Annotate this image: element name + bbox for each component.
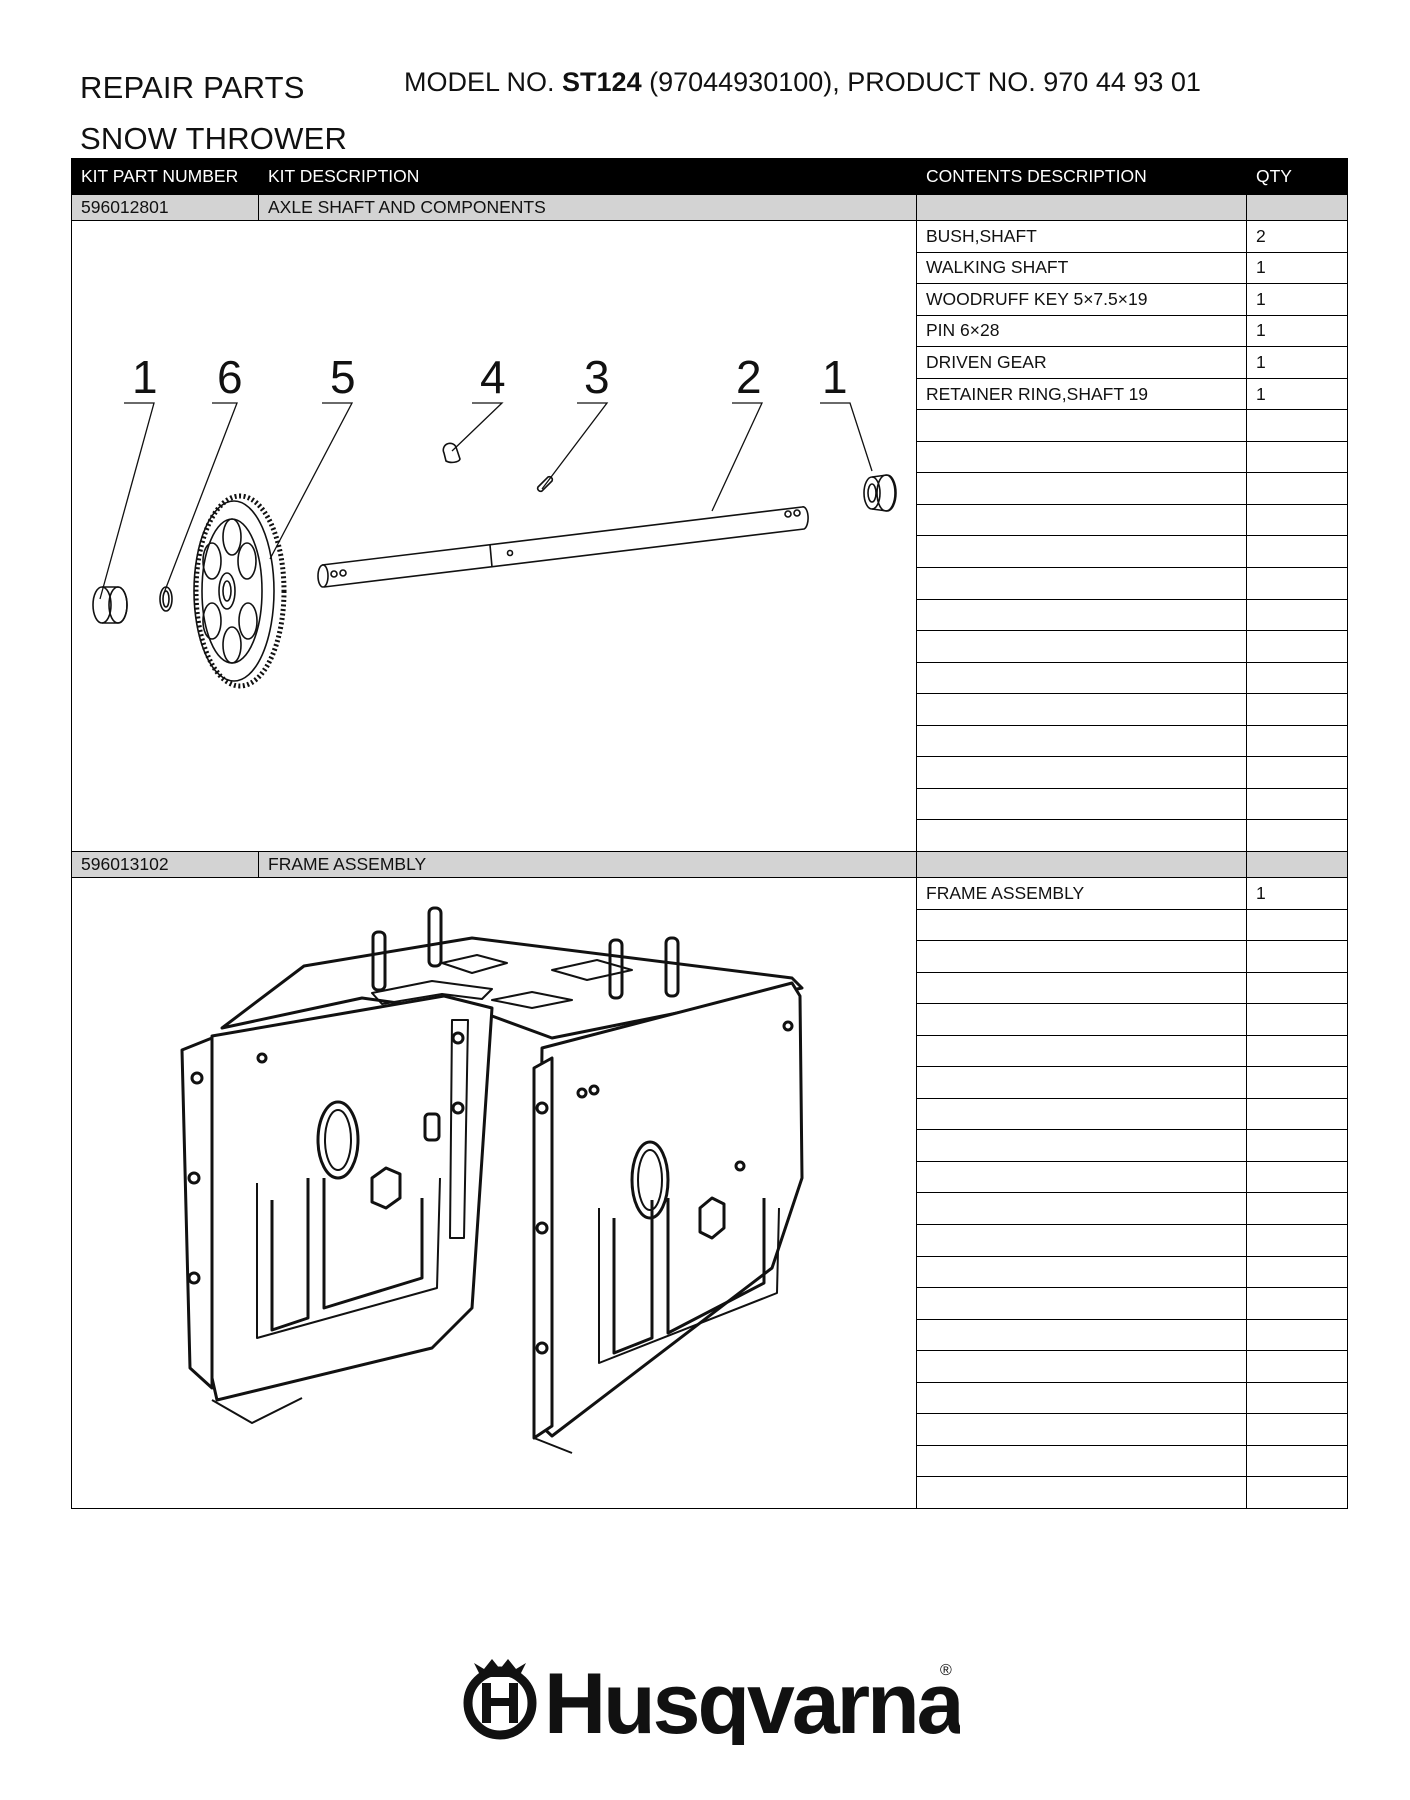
callout-6: 6 (217, 351, 243, 403)
table-row (72, 598, 1348, 632)
kit-part-number: 596012801 (71, 194, 259, 221)
husqvarna-logo: Husqvarna ® (463, 1656, 960, 1745)
kit-row: 596012801 AXLE SHAFT AND COMPONENTS (71, 194, 1348, 221)
table-row (72, 1097, 1348, 1131)
document-title: REPAIR PARTS SNOW THROWER (80, 62, 347, 164)
contents-desc: WOODRUFF KEY 5×7.5×19 (916, 283, 1247, 316)
callout-3: 3 (584, 351, 610, 403)
contents-qty: 1 (1246, 314, 1348, 348)
table-row (72, 1160, 1348, 1194)
table-row (72, 971, 1348, 1005)
table-row: 1 6 5 4 3 2 1 (71, 220, 1348, 852)
table-row (72, 756, 1348, 789)
table-row (72, 1413, 1348, 1446)
frame-assembly-diagram (71, 877, 917, 1509)
table-row (72, 819, 1348, 852)
contents-desc: DRIVEN GEAR (916, 346, 1247, 379)
contents-desc: WALKING SHAFT (916, 251, 1247, 285)
title-repair-parts: REPAIR PARTS (80, 70, 305, 105)
table-row (72, 908, 1348, 942)
table-row (72, 472, 1348, 505)
qty-cell (1246, 851, 1348, 878)
table-row (72, 1444, 1348, 1478)
callout-1-left: 1 (132, 351, 158, 403)
table-row (72, 1192, 1348, 1226)
table-row (72, 409, 1348, 442)
model-number: ST124 (562, 67, 642, 97)
model-suffix: (97044930100), PRODUCT NO. 970 44 93 01 (641, 67, 1201, 97)
contents-desc: FRAME ASSEMBLY (916, 877, 1247, 910)
callout-2: 2 (736, 351, 762, 403)
model-prefix: MODEL NO. (404, 67, 563, 97)
registered-mark: ® (940, 1662, 952, 1679)
contents-desc: BUSH,SHAFT (916, 220, 1247, 253)
table-row (72, 440, 1348, 474)
contents-cell (916, 194, 1247, 221)
contents-desc: PIN 6×28 (916, 314, 1247, 348)
logo-wordmark: Husqvarna (544, 1656, 960, 1745)
frame-assembly-drawing (180, 906, 804, 1454)
axle-shaft-drawing: 1 6 5 4 3 2 1 (92, 351, 897, 689)
kit-description: AXLE SHAFT AND COMPONENTS (258, 194, 917, 221)
kit-part-number: 596013102 (71, 851, 259, 878)
table-row (72, 567, 1348, 600)
contents-qty: 1 (1246, 377, 1348, 411)
table-row (72, 787, 1348, 821)
contents-qty: 1 (1246, 877, 1348, 910)
model-line: MODEL NO. ST124 (97044930100), PRODUCT N… (404, 64, 1201, 100)
table-row (72, 1034, 1348, 1068)
table-row (72, 693, 1348, 726)
contents-qty: 1 (1246, 251, 1348, 285)
axle-shaft-diagram: 1 6 5 4 3 2 1 (71, 220, 917, 852)
table-row (72, 1476, 1348, 1509)
table-header-row: KIT PART NUMBER KIT DESCRIPTION CONTENTS… (71, 158, 1348, 195)
qty-cell (1246, 194, 1348, 221)
table-row (72, 1003, 1348, 1036)
kit-row: 596013102 FRAME ASSEMBLY (71, 851, 1348, 878)
col-kit-description: KIT DESCRIPTION (258, 158, 917, 195)
contents-qty: 1 (1246, 346, 1348, 379)
parts-table: KIT PART NUMBER KIT DESCRIPTION CONTENTS… (71, 158, 1348, 1509)
husqvarna-crown-icon (463, 1659, 537, 1740)
table-row (72, 1255, 1348, 1289)
table-row: FRAME ASSEMBLY 1 (71, 877, 1348, 1509)
col-contents-description: CONTENTS DESCRIPTION (916, 158, 1247, 195)
table-row (72, 630, 1348, 663)
callout-4: 4 (480, 351, 506, 403)
callout-1-right: 1 (822, 351, 848, 403)
contents-qty: 1 (1246, 283, 1348, 316)
contents-desc: RETAINER RING,SHAFT 19 (916, 377, 1247, 411)
callout-5: 5 (330, 351, 356, 403)
col-kit-part-number: KIT PART NUMBER (71, 158, 259, 195)
table-row (72, 724, 1348, 758)
contents-qty: 2 (1246, 220, 1348, 253)
table-row (72, 535, 1348, 569)
table-row (72, 1350, 1348, 1383)
table-row (72, 1287, 1348, 1320)
kit-description: FRAME ASSEMBLY (258, 851, 917, 878)
col-qty: QTY (1246, 158, 1348, 195)
title-snow-thrower: SNOW THROWER (80, 121, 348, 156)
contents-cell (916, 851, 1247, 878)
